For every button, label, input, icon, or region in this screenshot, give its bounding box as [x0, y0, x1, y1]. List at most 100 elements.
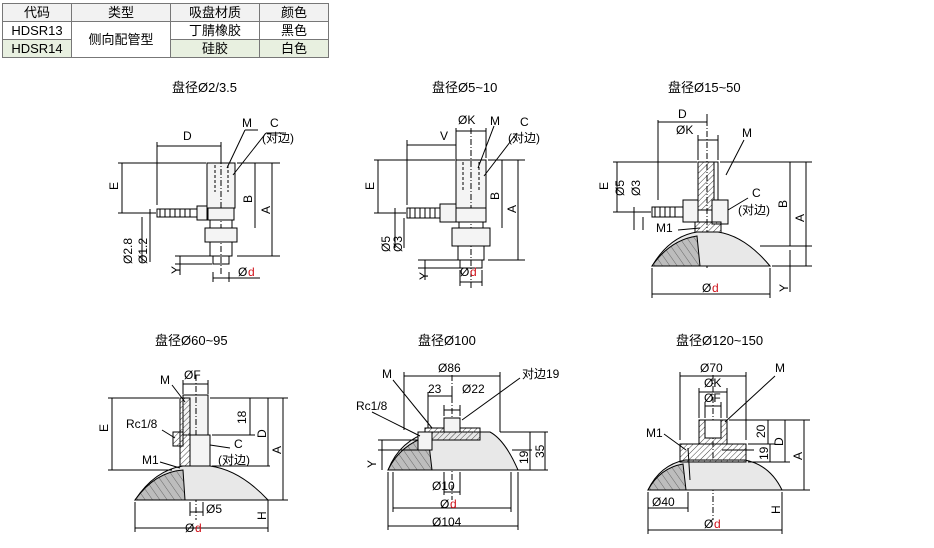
- label-D: D: [255, 429, 269, 438]
- label-d86: Ø86: [438, 361, 461, 375]
- label-Y: Y: [417, 272, 431, 280]
- header-code: 代码: [2, 3, 72, 22]
- label-M1: M1: [646, 426, 663, 440]
- label-B: B: [776, 200, 790, 208]
- table-row: HDSR13 侧向配管型 丁腈橡胶 黑色: [2, 21, 329, 58]
- label-Rc: Rc1/8: [356, 399, 388, 413]
- label-d10: Ø10: [432, 479, 455, 493]
- label-M: M: [742, 126, 752, 140]
- label-V: V: [440, 129, 448, 143]
- diagram-title: 盘径Ø100: [418, 333, 476, 348]
- label-d5: Ø5: [613, 180, 627, 196]
- label-E: E: [107, 182, 121, 190]
- cell-color: 白色: [259, 39, 329, 58]
- label-A: A: [505, 205, 519, 213]
- label-A: A: [791, 452, 805, 460]
- label-C: C: [234, 437, 243, 451]
- label-H: H: [255, 511, 269, 520]
- label-d28: Ø2.8: [121, 238, 135, 264]
- label-B: B: [488, 192, 502, 200]
- label-d5: Ø5: [379, 236, 393, 252]
- label-K: ØK: [676, 123, 693, 137]
- label-d: d: [248, 265, 255, 279]
- cell-material: 丁腈橡胶: [170, 21, 260, 40]
- label-C: C: [520, 115, 529, 129]
- label-C-side: (对边): [738, 203, 770, 217]
- diagram-title: 盘径Ø2/3.5: [172, 80, 237, 95]
- label-d: d: [712, 281, 719, 295]
- label-d40: Ø40: [652, 495, 675, 509]
- label-E: E: [363, 182, 377, 190]
- diagram-title: 盘径Ø120~150: [676, 333, 763, 348]
- label-d70: Ø70: [700, 361, 723, 375]
- label-M1: M1: [142, 453, 159, 467]
- label-C-side: (对边): [508, 131, 540, 145]
- label-F: ØF: [704, 391, 721, 405]
- label-C: C: [270, 116, 279, 130]
- cell-code: HDSR14: [2, 39, 72, 58]
- label-d: d: [195, 521, 202, 535]
- diagram-title: 盘径Ø15~50: [668, 80, 741, 95]
- label-Y: Y: [365, 460, 379, 468]
- label-M: M: [382, 367, 392, 381]
- label-phi: Ø: [702, 281, 711, 295]
- label-d3: Ø3: [629, 180, 643, 196]
- label-side19: 对边19: [522, 367, 560, 381]
- diagram-title: 盘径Ø5~10: [432, 80, 497, 95]
- label-C: C: [752, 186, 761, 200]
- label-23: 23: [428, 382, 442, 396]
- label-d22: Ø22: [462, 382, 485, 396]
- label-Y: Y: [169, 266, 183, 274]
- label-phi: Ø: [440, 497, 449, 511]
- diagram-d100: 盘径Ø100 M Ø86 23 Ø22 对边19: [356, 333, 560, 530]
- label-K: ØK: [704, 376, 721, 390]
- label-D: D: [772, 437, 786, 446]
- label-20: 20: [754, 424, 768, 438]
- label-18: 18: [235, 410, 249, 424]
- label-phi: Ø: [704, 517, 713, 531]
- label-M: M: [160, 373, 170, 387]
- label-Rc: Rc1/8: [126, 417, 158, 431]
- label-A: A: [270, 446, 284, 454]
- label-d5: Ø5: [206, 502, 222, 516]
- label-d: d: [450, 497, 457, 511]
- cell-color: 黑色: [259, 21, 329, 40]
- label-D: D: [678, 107, 687, 121]
- cell-material: 硅胶: [170, 39, 260, 58]
- label-E: E: [597, 182, 611, 190]
- diagram-title: 盘径Ø60~95: [155, 333, 228, 348]
- label-d: d: [470, 265, 477, 279]
- label-F: ØF: [184, 368, 201, 382]
- label-D: D: [183, 129, 192, 143]
- label-C-side: (对边): [262, 131, 294, 145]
- spec-table: 代码 类型 吸盘材质 颜色 HDSR13 侧向配管型 丁腈橡胶 黑色 HDSR1…: [2, 3, 329, 58]
- label-phi: Ø: [460, 265, 469, 279]
- label-M1: M1: [656, 221, 673, 235]
- label-19: 19: [517, 450, 531, 464]
- table-row: HDSR14 硅胶 白色: [2, 39, 329, 58]
- label-C-side: (对边): [218, 453, 250, 467]
- label-35: 35: [533, 444, 547, 458]
- table-header-row: 代码 类型 吸盘材质 颜色: [2, 3, 329, 22]
- label-phi: Ø: [238, 265, 247, 279]
- label-E: E: [97, 424, 111, 432]
- diagram-d120-150: 盘径Ø120~150 Ø70 M ØK ØF M1 20: [646, 333, 810, 534]
- diagram-d15-50: 盘径Ø15~50 D ØK M E Ø5 Ø3: [597, 80, 812, 298]
- label-Y: Y: [777, 284, 791, 292]
- label-A: A: [259, 206, 273, 214]
- diagram-d5-10: 盘径Ø5~10 ØK M C (对边) V E: [363, 80, 540, 288]
- label-d3: Ø3: [391, 236, 405, 252]
- label-d12: Ø1.2: [136, 238, 150, 264]
- diagram-d2-3p5: 盘径Ø2/3.5 D M C (对边) E B: [107, 80, 294, 282]
- label-M: M: [490, 114, 500, 128]
- label-K: ØK: [458, 113, 475, 127]
- label-19: 19: [757, 446, 771, 460]
- label-d104: Ø104: [432, 515, 462, 529]
- label-B: B: [241, 195, 255, 203]
- header-type: 类型: [71, 3, 171, 22]
- label-phi: Ø: [185, 521, 194, 535]
- header-material: 吸盘材质: [170, 3, 260, 22]
- label-M: M: [242, 116, 252, 130]
- label-M: M: [775, 361, 785, 375]
